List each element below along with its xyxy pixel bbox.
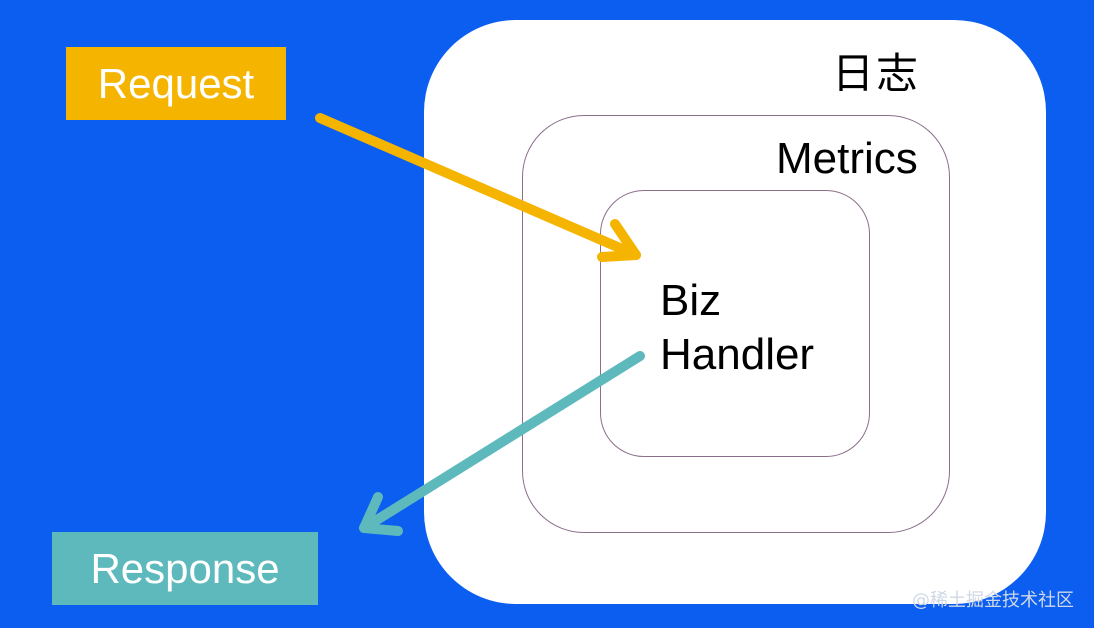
response-arrow (359, 351, 645, 536)
request-arrow (315, 113, 641, 262)
response-label: Response (90, 544, 280, 592)
biz-handler-label-line2: Handler (660, 330, 815, 379)
response-box: Response (52, 532, 318, 605)
request-box: Request (66, 47, 286, 120)
metrics-layer-label: Metrics (776, 134, 918, 183)
logging-layer-label: 日志 (832, 49, 921, 98)
biz-handler-layer (600, 190, 870, 457)
biz-handler-label-line1: Biz (660, 276, 722, 325)
biz-handler-label: Biz Handler (660, 274, 814, 382)
watermark: @稀土掘金技术社区 (912, 590, 1074, 611)
request-label: Request (97, 59, 255, 107)
